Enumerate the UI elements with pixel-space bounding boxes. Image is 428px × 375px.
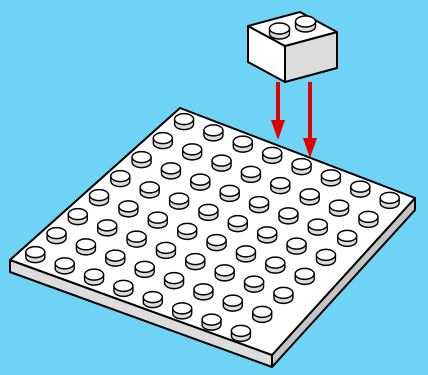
baseplate-stud xyxy=(168,192,190,210)
baseplate-stud xyxy=(88,188,110,207)
baseplate-stud xyxy=(126,230,147,248)
baseplate-stud xyxy=(278,207,299,225)
baseplate-stud xyxy=(206,233,227,252)
baseplate-stud xyxy=(173,112,195,131)
down-arrow-icon xyxy=(271,82,317,158)
baseplate-stud xyxy=(190,173,211,191)
baseplate-stud xyxy=(336,229,358,248)
baseplate-stud xyxy=(147,211,169,229)
brick-stud xyxy=(294,15,317,33)
baseplate-stud xyxy=(201,313,222,331)
baseplate-stud xyxy=(294,267,315,286)
baseplate-stud xyxy=(203,124,224,142)
baseplate-stud xyxy=(142,290,164,309)
baseplate-stud xyxy=(176,222,198,241)
baseplate-stud xyxy=(152,131,174,150)
baseplate-stud xyxy=(160,162,182,180)
baseplate-stud xyxy=(155,241,177,260)
baseplate-stud xyxy=(265,256,286,274)
baseplate-stud xyxy=(25,245,46,264)
baseplate-stud xyxy=(299,188,320,206)
baseplate-stud xyxy=(227,214,249,233)
baseplate-stud xyxy=(219,184,240,203)
baseplate-stud xyxy=(328,199,350,217)
baseplate-stud xyxy=(248,195,270,214)
baseplate-stud xyxy=(235,245,257,263)
baseplate-stud xyxy=(54,257,75,275)
baseplate-stud xyxy=(273,286,294,305)
baseplate-stud xyxy=(243,275,265,293)
baseplate-icon xyxy=(9,107,416,368)
baseplate-stud xyxy=(230,324,252,343)
baseplate-stud xyxy=(261,146,283,165)
baseplate-stud xyxy=(291,157,312,176)
baseplate-stud xyxy=(163,271,185,290)
baseplate-stud xyxy=(256,226,278,244)
baseplate-stud xyxy=(185,252,206,271)
brick-2x1-icon xyxy=(247,11,338,83)
arrow-head xyxy=(303,138,317,158)
baseplate-stud xyxy=(83,268,105,286)
baseplate-top xyxy=(9,107,416,356)
baseplate-stud xyxy=(131,150,152,169)
arrow-head xyxy=(271,120,285,140)
baseplate-stud xyxy=(134,260,155,279)
baseplate-stud xyxy=(105,249,126,267)
baseplate-stud xyxy=(193,283,214,301)
baseplate-stud xyxy=(96,219,118,237)
baseplate-stud xyxy=(211,154,232,172)
baseplate-stud xyxy=(46,226,67,245)
baseplate-stud xyxy=(251,305,273,324)
baseplate-stud xyxy=(307,218,329,236)
baseplate-stud xyxy=(118,200,139,218)
baseplate-stud xyxy=(110,169,131,188)
baseplate-stud xyxy=(214,264,235,282)
baseplate-stud xyxy=(270,176,291,195)
baseplate-stud xyxy=(198,203,219,222)
baseplate-stud xyxy=(350,180,371,198)
baseplate-stud xyxy=(315,248,337,267)
baseplate-stud xyxy=(171,302,193,320)
baseplate-stud xyxy=(75,238,97,256)
baseplate-stud xyxy=(232,135,254,153)
baseplate-stud xyxy=(113,279,134,298)
baseplate-stud xyxy=(358,210,379,229)
baseplate-stud xyxy=(139,181,160,199)
baseplate-stud xyxy=(286,237,307,255)
baseplate-stud xyxy=(222,294,244,312)
baseplate-stud xyxy=(181,143,203,161)
baseplate-stud xyxy=(240,165,262,184)
brick-stud xyxy=(268,22,291,40)
baseplate-stud xyxy=(67,207,89,226)
baseplate-stud xyxy=(379,191,400,210)
baseplate-stud xyxy=(320,169,342,187)
